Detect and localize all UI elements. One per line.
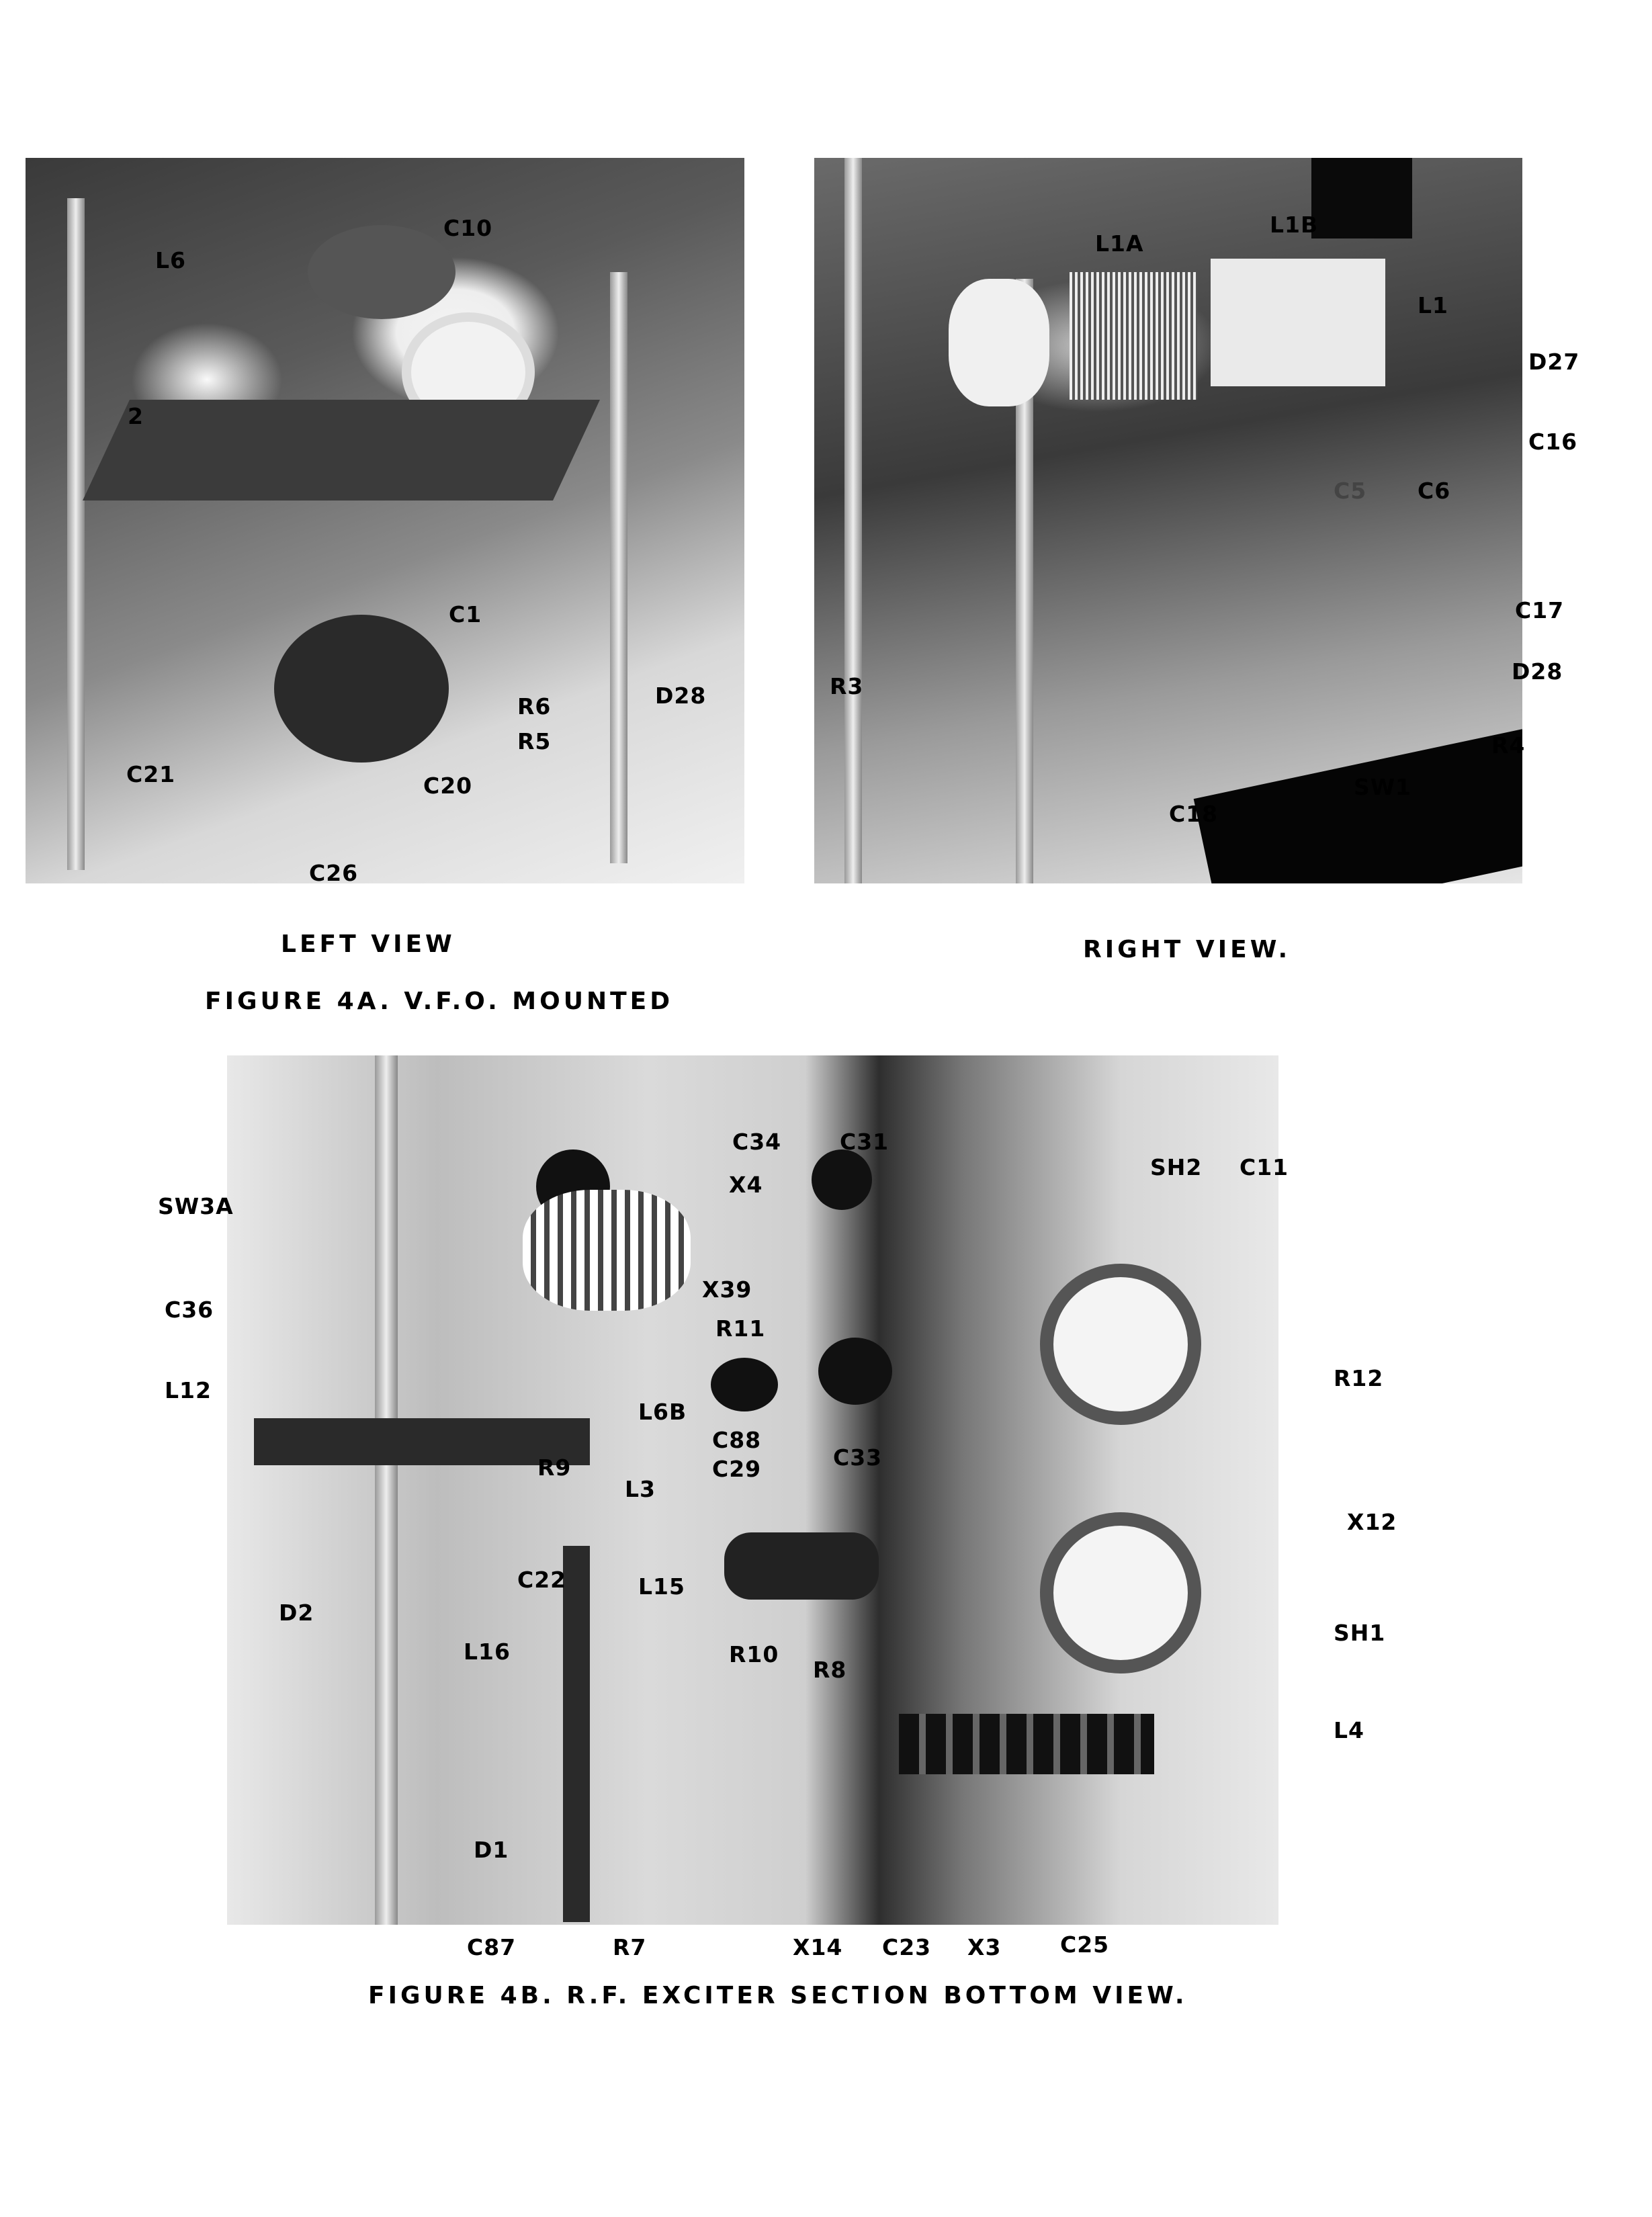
label-r7: R7 <box>613 1934 647 1960</box>
label-l6: L6 <box>155 247 186 273</box>
label-c6: C6 <box>1418 478 1451 504</box>
label-l15: L15 <box>638 1573 685 1600</box>
shaft <box>375 1055 398 1925</box>
label-l3: L3 <box>625 1476 656 1502</box>
coil-l1b <box>1211 259 1385 386</box>
capacitor-c34 <box>812 1149 872 1210</box>
label-x3: X3 <box>967 1934 1002 1960</box>
switch-bracket <box>254 1418 590 1465</box>
label-d2: D2 <box>279 1600 314 1626</box>
label-c21: C21 <box>126 761 176 787</box>
label-x4: X4 <box>729 1172 763 1198</box>
label-sw3a: SW3A <box>158 1193 234 1219</box>
label-d1: D1 <box>474 1837 509 1863</box>
label-c29: C29 <box>712 1456 762 1482</box>
support-rod <box>844 158 862 883</box>
label-c36: C36 <box>165 1297 214 1323</box>
label-c11: C11 <box>1240 1154 1289 1180</box>
label-r5: R5 <box>517 728 552 754</box>
label-c20: C20 <box>423 773 473 799</box>
label-sh2: SH2 <box>1150 1154 1203 1180</box>
tube-socket-c11 <box>1040 1264 1201 1425</box>
label-l1a: L1A <box>1095 230 1144 257</box>
label-c17: C17 <box>1515 597 1565 623</box>
label-d27: D27 <box>1528 349 1580 375</box>
coil-form <box>308 225 455 319</box>
label-x14: X14 <box>793 1934 843 1960</box>
coil-l6b <box>523 1190 691 1311</box>
label-l16: L16 <box>464 1639 511 1665</box>
vfo-right-view-photo <box>814 158 1522 883</box>
label-l1: L1 <box>1418 292 1448 318</box>
label-c31: C31 <box>840 1129 889 1155</box>
capacitor-c33 <box>818 1338 892 1405</box>
label-c10: C10 <box>443 215 493 241</box>
label-x12: X12 <box>1347 1509 1397 1535</box>
coil-l4 <box>899 1714 1154 1774</box>
figure-4a-caption: FIGURE 4A. V.F.O. MOUNTED <box>205 988 674 1015</box>
label-c1: C1 <box>449 601 482 627</box>
label-l1b: L1B <box>1270 212 1319 238</box>
label-c87: C87 <box>467 1934 517 1960</box>
label-r11: R11 <box>715 1315 766 1342</box>
rf-exciter-bottom-photo <box>227 1055 1278 1925</box>
label-c16: C16 <box>1528 429 1578 455</box>
label-c22: C22 <box>517 1567 567 1593</box>
label-r4: R4 <box>1491 732 1526 758</box>
label-sw1: SW1 <box>1354 774 1412 800</box>
right-view-caption: RIGHT VIEW. <box>1083 936 1291 963</box>
label-c25: C25 <box>1060 1931 1110 1958</box>
label-c34: C34 <box>732 1129 782 1155</box>
label-c33: C33 <box>833 1444 883 1471</box>
component-cluster <box>274 615 449 763</box>
label-r3: R3 <box>830 673 864 699</box>
label-r8: R8 <box>813 1657 847 1683</box>
terminal-strip <box>563 1546 590 1922</box>
label-r12: R12 <box>1334 1365 1384 1391</box>
coil-l1a <box>1070 272 1197 400</box>
figure-4b-caption: FIGURE 4B. R.F. EXCITER SECTION BOTTOM V… <box>368 1982 1188 2009</box>
label-c5: C5 <box>1334 478 1367 504</box>
label-r10: R10 <box>729 1641 779 1667</box>
label-sh1: SH1 <box>1334 1620 1386 1646</box>
label-c2: 2 <box>128 403 144 429</box>
left-view-caption: LEFT VIEW <box>281 930 455 958</box>
label-l12: L12 <box>165 1377 212 1403</box>
tube-socket-x12 <box>1040 1512 1201 1673</box>
label-c18: C18 <box>1169 801 1219 827</box>
support-rod <box>67 198 85 870</box>
capacitor-c88 <box>711 1358 778 1411</box>
label-c26: C26 <box>309 860 359 886</box>
coil-end <box>949 279 1049 406</box>
dark-panel <box>1311 158 1412 238</box>
label-d28-right: D28 <box>1512 658 1563 685</box>
vfo-board <box>83 400 600 501</box>
label-r6: R6 <box>517 693 552 720</box>
label-d28: D28 <box>655 683 707 709</box>
label-c88: C88 <box>712 1427 762 1453</box>
label-c23: C23 <box>882 1934 932 1960</box>
support-rod <box>610 272 627 863</box>
label-r9: R9 <box>537 1454 572 1481</box>
label-l6b: L6B <box>638 1399 687 1425</box>
label-l4: L4 <box>1334 1717 1364 1743</box>
vfo-left-view-photo <box>26 158 744 883</box>
coil-l3 <box>724 1532 879 1600</box>
label-x39: X39 <box>702 1276 752 1303</box>
dark-cable <box>1193 729 1522 883</box>
